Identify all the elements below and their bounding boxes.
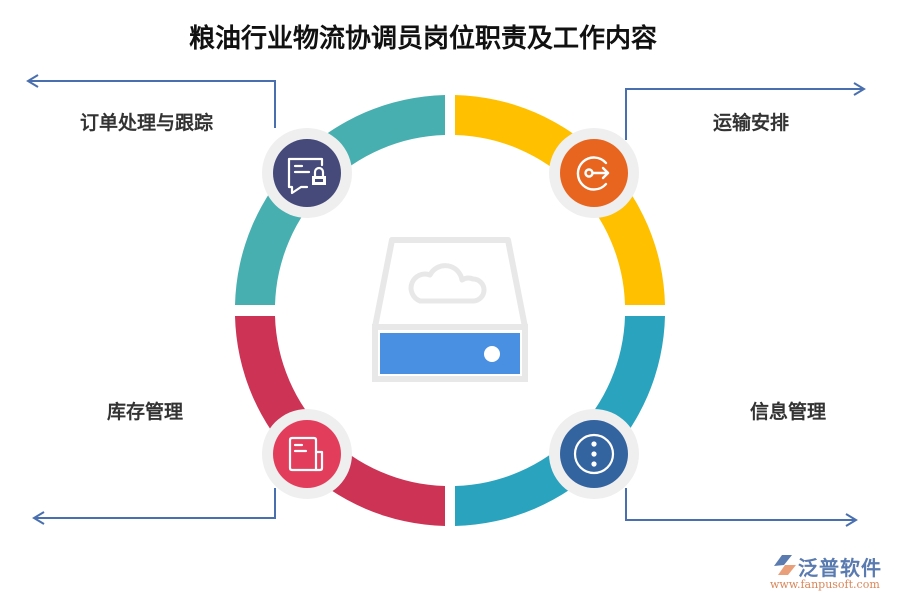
connector-info (625, 488, 858, 527)
badge-inventory[interactable] (262, 409, 352, 499)
page-title-text: 粮油行业物流协调员岗位职责及工作内容 (188, 24, 657, 54)
brand-logo: 泛普软件 www.fanpusoft.com (768, 552, 893, 596)
label-transport: 运输安排 (713, 112, 790, 134)
badge-transport[interactable] (549, 128, 639, 218)
document-icon (288, 436, 324, 472)
chat-lock-icon (287, 157, 326, 195)
label-info: 信息管理 (750, 401, 827, 423)
connector-transport (625, 82, 866, 140)
logo-mark-icon (774, 555, 796, 575)
connector-order (26, 74, 276, 128)
logo-url: www.fanpusoft.com (770, 578, 880, 591)
cloud-storage-drive-icon (372, 237, 528, 382)
exit-arrow-icon (576, 156, 610, 191)
label-order: 订单处理与跟踪 (80, 112, 214, 134)
badge-order[interactable] (262, 128, 352, 218)
page-title: 粮油行业物流协调员岗位职责及工作内容 (0, 18, 900, 55)
label-inventory: 库存管理 (107, 401, 184, 423)
connector-inventory (32, 488, 276, 525)
badge-info[interactable] (549, 409, 639, 499)
logo-name: 泛普软件 (798, 556, 882, 580)
more-vertical-icon (573, 433, 615, 475)
